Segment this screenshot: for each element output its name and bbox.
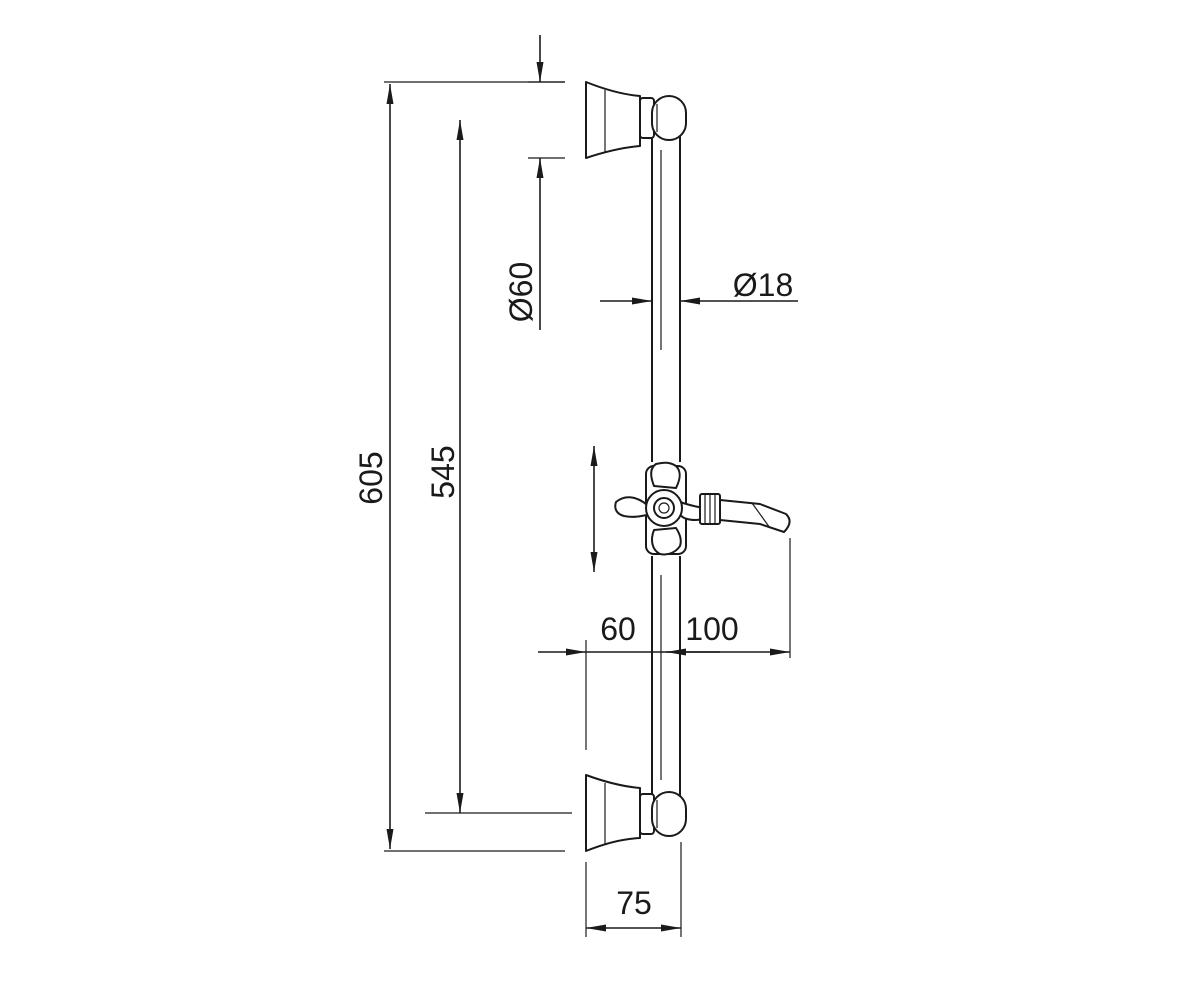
dimension-o60-label: Ø60 xyxy=(503,262,539,322)
top-wall-bracket xyxy=(585,81,687,159)
bottom-wall-bracket xyxy=(585,774,687,852)
dimension-bracket-diameter: Ø60 xyxy=(503,35,565,330)
dimension-overall-height: 605 xyxy=(353,81,565,852)
dimension-605-label: 605 xyxy=(353,451,389,504)
dimension-100-label: 100 xyxy=(685,611,738,647)
dimension-75-label: 75 xyxy=(616,885,652,921)
dimension-bar-length: 545 xyxy=(425,120,572,814)
dimension-wall-projection: 75 xyxy=(585,842,682,937)
dimension-60-label: 60 xyxy=(600,611,636,647)
dimension-horizontal-offsets: 60 100 xyxy=(538,538,791,750)
dimension-bar-diameter: Ø18 xyxy=(600,267,798,305)
shower-rail-assembly xyxy=(585,81,791,852)
sliding-holder xyxy=(614,461,791,556)
dimension-o18-label: Ø18 xyxy=(733,267,793,303)
slide-bar xyxy=(651,135,681,798)
dimension-545-label: 545 xyxy=(425,445,461,498)
